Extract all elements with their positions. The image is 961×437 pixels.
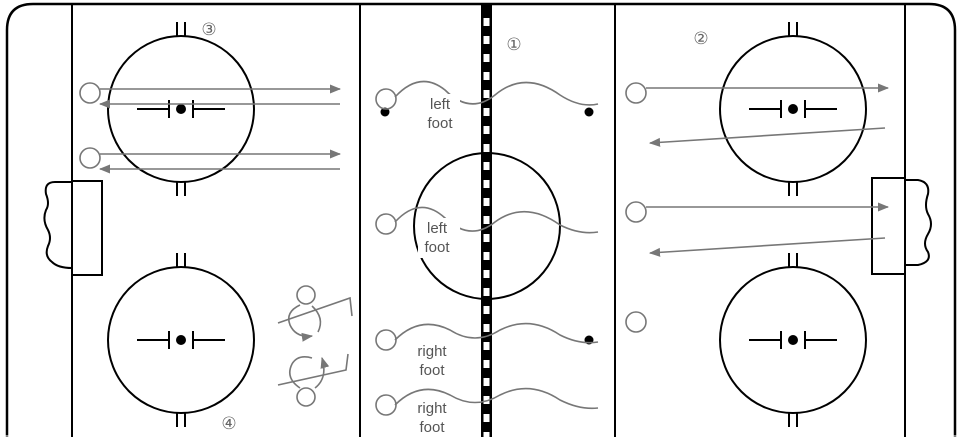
drill-label-1-line2: foot	[427, 115, 453, 132]
center-line-dash	[483, 396, 490, 404]
center-line-dash	[483, 198, 490, 206]
center-circle	[413, 152, 561, 300]
center-line-dash	[483, 288, 490, 296]
station-3-drill	[79, 82, 342, 174]
center-line-dash	[483, 252, 490, 260]
player-marker	[625, 311, 647, 333]
center-line-dash	[483, 414, 490, 422]
player-marker	[375, 213, 397, 235]
player-marker	[79, 82, 101, 104]
left-crease	[71, 180, 103, 276]
player-marker	[375, 394, 397, 416]
neutral-dot-top-right	[584, 107, 594, 117]
player-marker	[625, 201, 647, 223]
center-line-dash	[483, 72, 490, 80]
center-line-dash	[483, 270, 490, 278]
center-line-dash	[483, 216, 490, 224]
faceoff-circles	[107, 22, 867, 427]
faceoff-circle	[107, 253, 255, 427]
center-line-dash	[483, 108, 490, 116]
label-backgrounds	[405, 94, 460, 437]
center-line-dash	[483, 324, 490, 332]
neutral-dot-top-left	[380, 107, 390, 117]
drill-label-3-line2: foot	[419, 362, 445, 379]
drill-label-4-line1: right	[417, 400, 447, 417]
drill-label-1-line1: left	[430, 96, 451, 113]
station-number-3: ③	[201, 20, 216, 40]
station-number-2: ②	[693, 29, 708, 49]
faceoff-dot	[788, 335, 798, 345]
faceoff-dot	[176, 104, 186, 114]
drill-label-2-line2: foot	[424, 239, 450, 256]
faceoff-circle	[719, 253, 867, 427]
center-line-dash	[483, 306, 490, 314]
faceoff-dot	[176, 335, 186, 345]
center-line-dash	[483, 54, 490, 62]
player-marker	[375, 329, 397, 351]
left-net	[43, 181, 73, 269]
faceoff-circle	[107, 22, 255, 196]
center-line-dash	[483, 162, 490, 170]
player-marker	[296, 285, 316, 305]
center-line-dash	[483, 360, 490, 368]
station-1-drill	[375, 80, 599, 416]
center-line-dash	[483, 378, 490, 386]
center-line-dash	[483, 432, 490, 437]
center-line-dash	[483, 180, 490, 188]
center-line-dashes	[483, 18, 490, 437]
station-4-drill	[277, 285, 353, 407]
center-line-dash	[483, 342, 490, 350]
player-marker	[625, 82, 647, 104]
right-crease	[871, 177, 906, 275]
drill-label-3-line1: right	[417, 343, 447, 360]
center-line-dash	[483, 90, 490, 98]
player-marker	[79, 147, 101, 169]
center-line-dash	[483, 234, 490, 242]
player-marker	[375, 88, 397, 110]
center-line-dash	[483, 18, 490, 26]
player-marker	[296, 387, 316, 407]
station-2-drill	[625, 82, 890, 333]
station-number-4: ④	[221, 414, 236, 434]
faceoff-dot	[788, 104, 798, 114]
right-net	[905, 179, 932, 266]
drill-label-2-line1: left	[427, 220, 448, 237]
center-line-dash	[483, 126, 490, 134]
center-line-dash	[483, 144, 490, 152]
station-number-1: ①	[506, 35, 521, 55]
drill-label-4-line2: foot	[419, 419, 445, 436]
faceoff-circle	[719, 22, 867, 196]
center-line-dash	[483, 36, 490, 44]
